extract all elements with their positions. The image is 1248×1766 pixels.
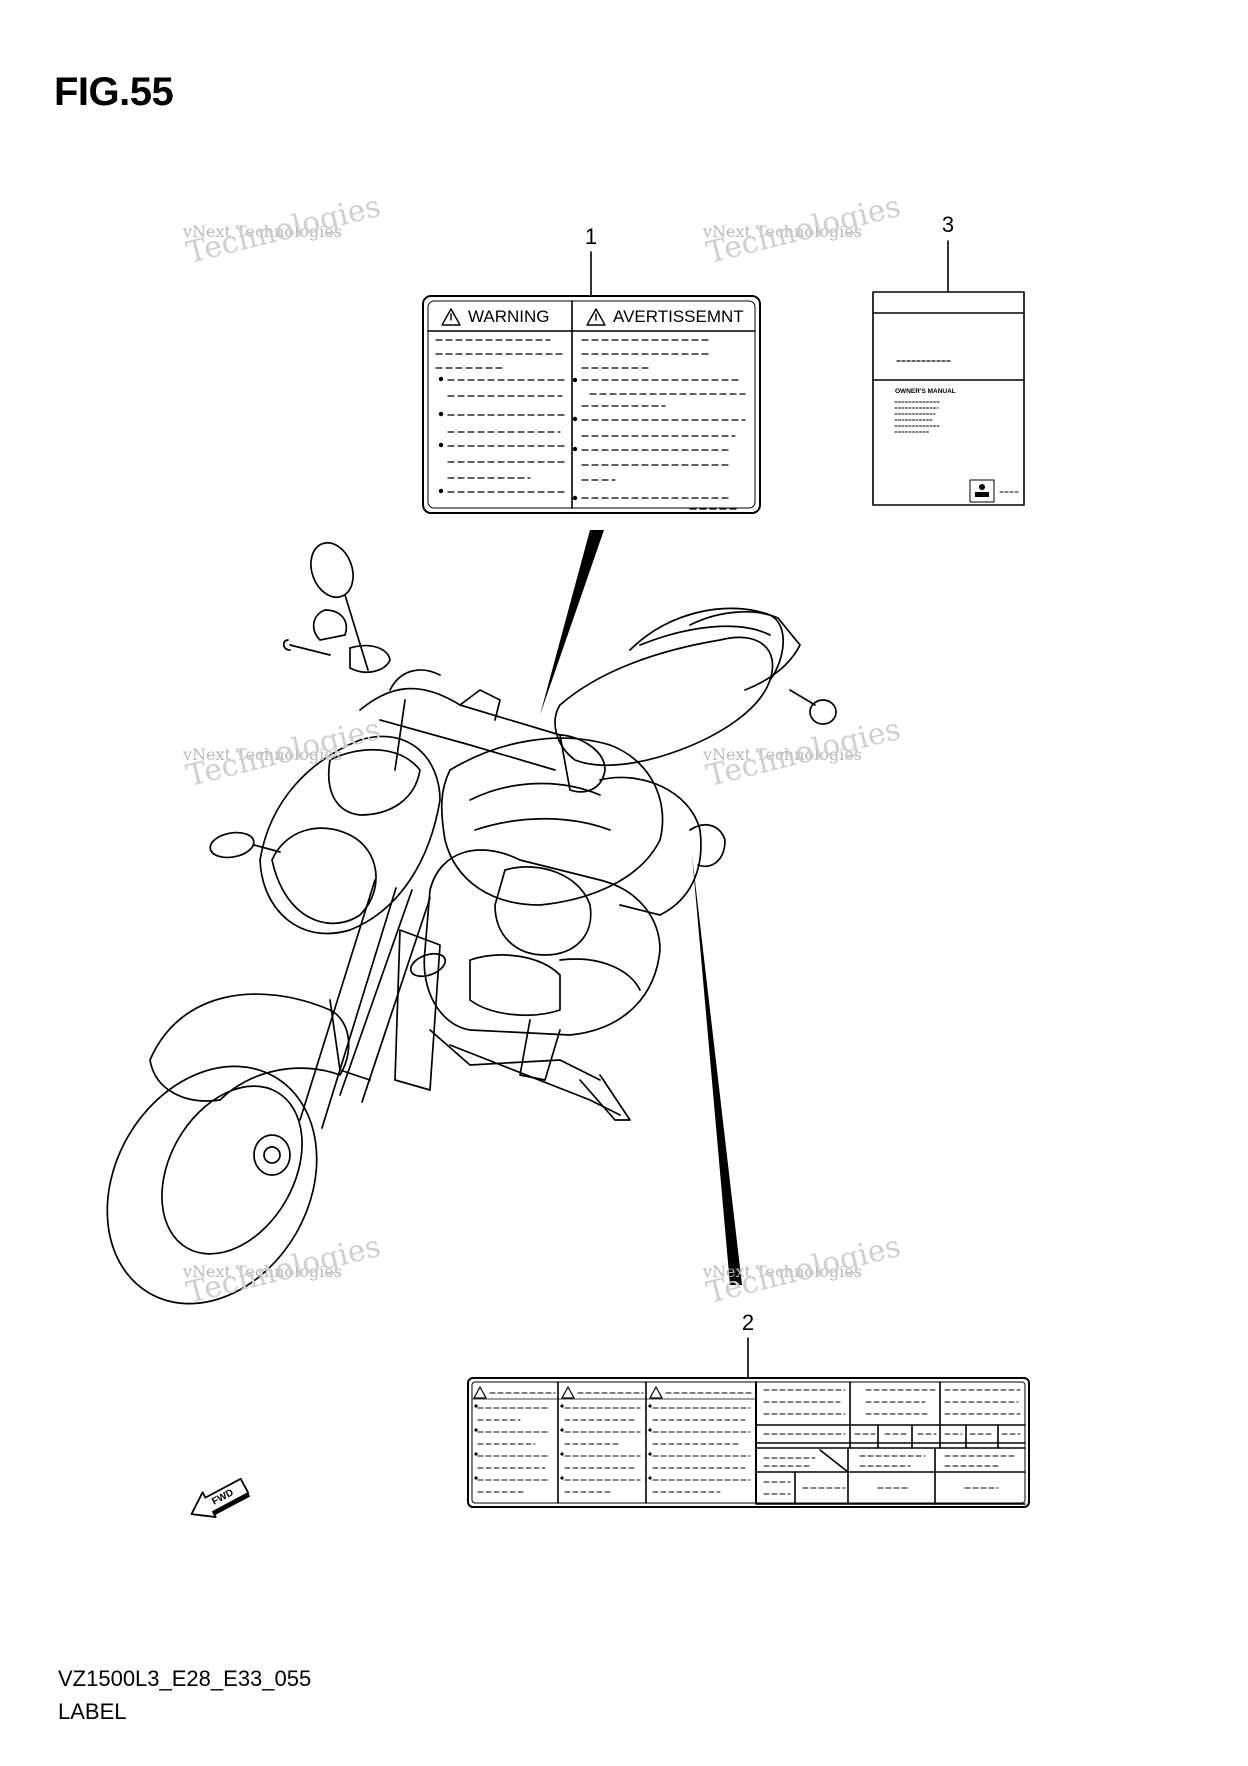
callout-number-1: 1 [585, 224, 597, 249]
pointer-label-1 [540, 530, 604, 715]
callout-number-2: 2 [742, 1310, 754, 1335]
label-1-warning-heading: WARNING [468, 307, 550, 326]
warning-triangle-icon [441, 308, 461, 326]
callout-number-3: 3 [942, 212, 954, 237]
pointer-label-2 [692, 855, 742, 1285]
owners-manual-label-3 [872, 291, 1025, 506]
figure-title: FIG.55 [54, 70, 174, 114]
warning-label-1 [422, 295, 761, 514]
diagram-caption: LABEL [58, 1699, 127, 1724]
label-1-avertissement-heading: AVERTISSEMNT [613, 307, 744, 326]
forward-arrow-icon [190, 1477, 251, 1518]
warning-triangle-icon-fr [586, 308, 606, 326]
motorcycle-drawing [106, 541, 837, 1305]
person-reading-icon [975, 484, 989, 497]
info-label-2 [467, 1377, 1030, 1508]
label-3-heading: OWNER'S MANUAL [895, 388, 956, 395]
diagram-code: VZ1500L3_E28_E33_055 [58, 1666, 312, 1691]
